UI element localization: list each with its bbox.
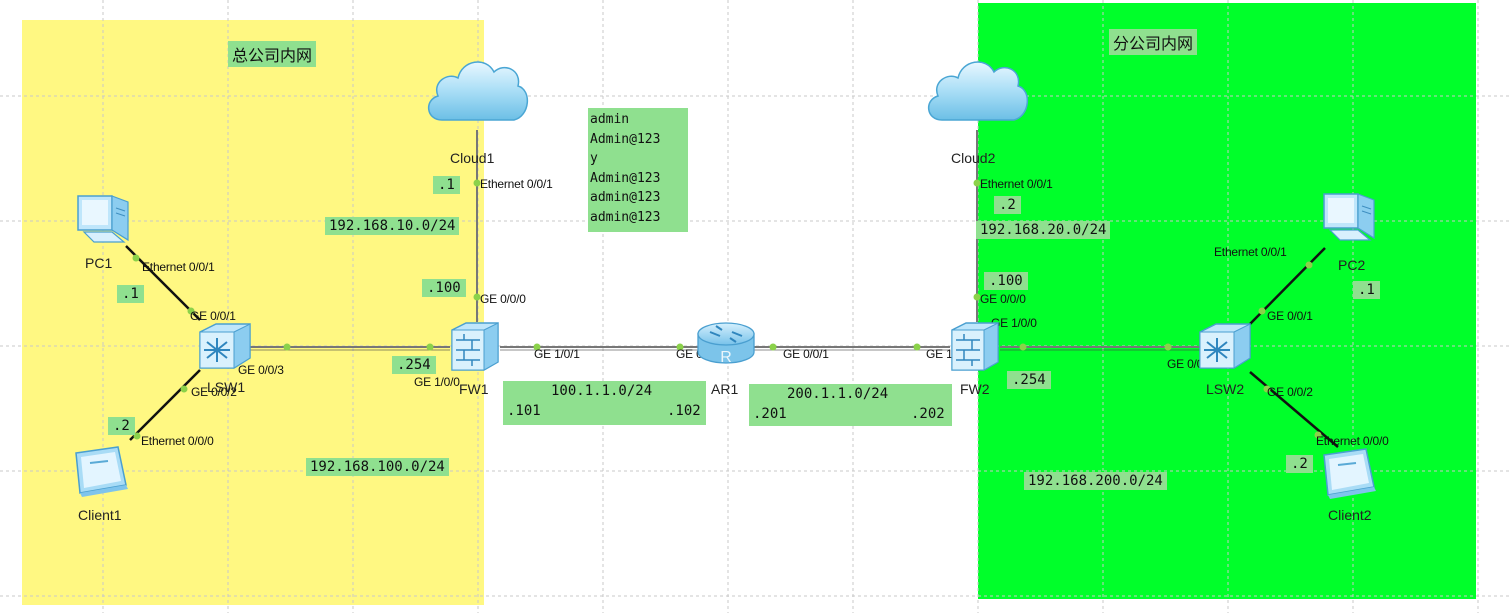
firewall-icon[interactable]	[946, 320, 1002, 376]
port-label: GE 1/0/0	[991, 316, 1037, 330]
ip-label-fw1-mgmt: .100	[422, 279, 466, 297]
switch-icon[interactable]	[196, 320, 254, 372]
hq-zone-title: 总公司内网	[228, 41, 317, 67]
port-label: Ethernet 0/0/1	[480, 177, 553, 191]
wan1-right-ip: .102	[667, 403, 701, 419]
wan1-network: 100.1.1.0/24	[551, 383, 653, 399]
credential-line: admin@123	[590, 209, 661, 225]
device-label-pc1: PC1	[85, 255, 113, 271]
device-label-client2: Client2	[1328, 507, 1372, 523]
client-icon[interactable]	[68, 445, 134, 501]
port-label: GE 0/0/0	[480, 292, 526, 306]
port-label: Ethernet 0/0/0	[141, 434, 214, 448]
ip-label-client2: .2	[1286, 455, 1313, 473]
port-label: GE 1/0/0	[414, 375, 460, 389]
device-label-fw1: FW1	[459, 381, 489, 397]
cloud-icon[interactable]	[422, 48, 532, 130]
device-label-cloud2: Cloud2	[951, 150, 996, 166]
device-label-lsw1: LSW1	[207, 379, 246, 395]
hq-zone	[22, 20, 484, 605]
link-client2-lsw2	[1249, 371, 1339, 448]
wan2-right-ip: .202	[911, 406, 945, 422]
credential-line: y	[590, 151, 598, 166]
port-label: Ethernet 0/0/1	[142, 260, 215, 274]
port-label: Ethernet 0/0/1	[980, 177, 1053, 191]
credential-line: Admin@123	[590, 131, 661, 147]
svg-text:R: R	[720, 349, 732, 366]
client-icon[interactable]	[1316, 447, 1382, 503]
credential-line: admin	[590, 112, 630, 127]
port-label: GE 0/0/1	[1267, 309, 1313, 323]
port-label: GE 0/0/2	[1267, 385, 1313, 399]
ip-label-fw1-lan: .254	[392, 356, 436, 374]
switch-icon[interactable]	[1196, 320, 1254, 372]
credentials-note: admin Admin@123 y Admin@123 admin@123 ad…	[588, 108, 688, 232]
ip-label-cloud1: .1	[433, 176, 460, 194]
credential-line: admin@123	[590, 190, 661, 205]
wan2-label: 200.1.1.0/24 .201 .202	[749, 384, 952, 426]
ip-label-client1: .2	[108, 417, 135, 435]
credential-line: Admin@123	[590, 170, 661, 186]
link-client1-lsw1	[129, 369, 201, 441]
subnet-label-mgmt-branch: 192.168.20.0/24	[976, 221, 1111, 239]
wan2-left-ip: .201	[753, 406, 787, 422]
pc-icon[interactable]	[1318, 190, 1382, 248]
wan2-network: 200.1.1.0/24	[787, 386, 889, 402]
port-label: GE 0/0/3	[238, 363, 284, 377]
wan1-left-ip: .101	[507, 403, 541, 419]
wan1-label: 100.1.1.0/24 .101 .102	[503, 381, 706, 425]
port-label: GE 0/0/2	[191, 385, 237, 399]
firewall-icon[interactable]	[446, 320, 502, 376]
port-label: GE 0/0/1	[783, 347, 829, 361]
branch-zone-title: 分公司内网	[1109, 29, 1198, 55]
device-label-ar1: AR1	[711, 381, 739, 397]
subnet-label-mgmt-hq: 192.168.10.0/24	[325, 217, 460, 235]
port-label: GE 1/0/1	[534, 347, 580, 361]
ip-label-fw2-lan: .254	[1007, 371, 1051, 389]
router-icon[interactable]: R	[694, 314, 758, 372]
ip-label-pc2: .1	[1353, 281, 1380, 299]
port-label: GE 0/0/0	[980, 292, 1026, 306]
ip-label-fw2-mgmt: .100	[984, 272, 1028, 290]
device-label-client1: Client1	[78, 507, 122, 523]
device-label-pc2: PC2	[1338, 257, 1366, 273]
cloud-icon[interactable]	[922, 48, 1032, 130]
ip-label-pc1: .1	[117, 285, 144, 303]
port-label: Ethernet 0/0/1	[1214, 245, 1287, 259]
branch-zone	[978, 3, 1476, 599]
subnet-label-lan-branch: 192.168.200.0/24	[1024, 472, 1167, 490]
ip-label-cloud2: .2	[994, 196, 1021, 214]
subnet-label-lan-hq: 192.168.100.0/24	[306, 458, 449, 476]
port-label: Ethernet 0/0/0	[1316, 434, 1389, 448]
device-label-fw2: FW2	[960, 381, 990, 397]
port-label: GE 0/0/1	[190, 309, 236, 323]
device-label-lsw2: LSW2	[1206, 381, 1245, 397]
device-label-cloud1: Cloud1	[450, 150, 495, 166]
pc-icon[interactable]	[72, 192, 136, 250]
